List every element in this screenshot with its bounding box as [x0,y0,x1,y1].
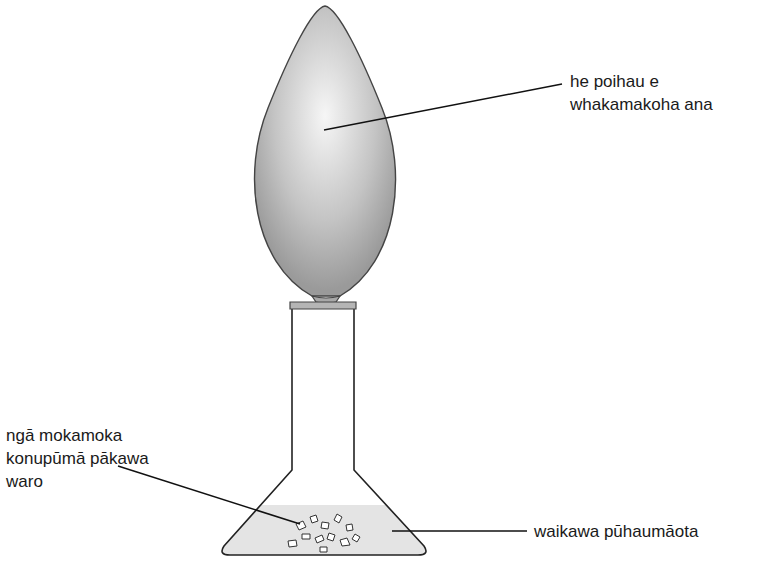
leader-line [392,530,527,532]
conical-flask [222,308,426,555]
balloon-rim [290,302,356,309]
chips-label: ngā mokamoka konupūmā pākawa waro [6,424,156,493]
acid-label: waikawa pūhaumāota [534,520,698,543]
leader-line [118,466,300,524]
marble-chips [288,514,360,552]
leader-line [324,84,562,130]
balloon-label: he poihau e whakamakoha ana [570,70,720,116]
inflating-balloon [255,6,396,296]
